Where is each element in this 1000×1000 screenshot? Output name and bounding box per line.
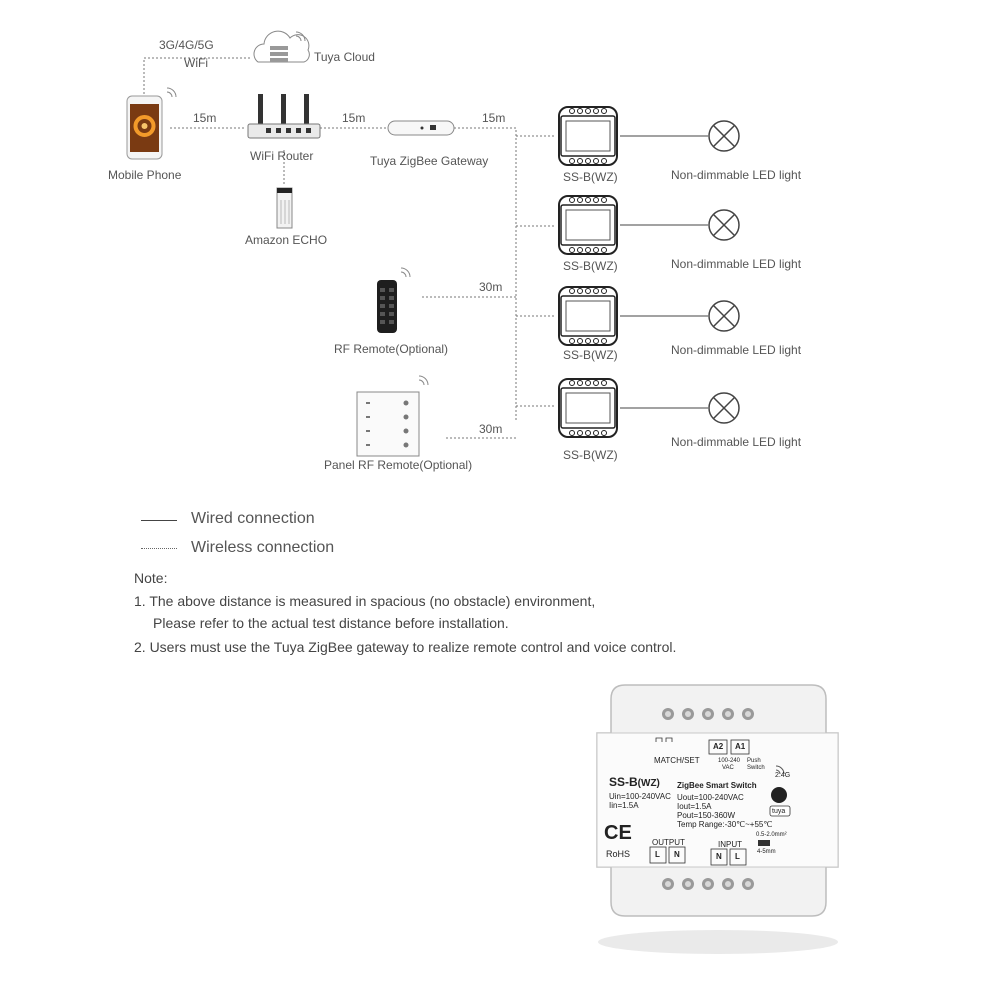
wireless-legend-text: Wireless connection	[191, 539, 335, 556]
uout-label: Uout=100-240VAC	[677, 793, 744, 802]
model-name: SS-B(WZ)	[609, 775, 660, 789]
temp-label: Temp Range:-30℃~+55℃	[677, 820, 773, 829]
switch-module-4	[558, 378, 618, 438]
light-label-4: Non-dimmable LED light	[671, 435, 802, 449]
terminal-a1: A1	[735, 742, 746, 751]
wireless-line-gateway-bus	[454, 127, 517, 420]
rohs-mark: RoHS	[606, 849, 631, 859]
distance-gateway-switch: 15m	[482, 111, 506, 125]
tuya-cloud-label: Tuya Cloud	[314, 50, 375, 64]
wired-legend-line	[141, 520, 177, 521]
output-label: OUTPUT	[652, 838, 685, 847]
led-light-icon-4	[708, 392, 740, 424]
ce-mark: CE	[604, 822, 632, 844]
input-label: INPUT	[718, 840, 742, 849]
light-label-2: Non-dimmable LED light	[671, 257, 802, 271]
gateway-icon	[387, 120, 455, 136]
distance-phone-router: 15m	[193, 111, 217, 125]
output-l: L	[655, 850, 660, 859]
match-set-label: MATCH/SET	[654, 756, 700, 765]
distance-router-gateway: 15m	[342, 111, 366, 125]
note-line-1: 1. The above distance is measured in spa…	[134, 593, 596, 609]
panel-remote-icon	[356, 375, 429, 457]
amazon-echo-label: Amazon ECHO	[245, 233, 328, 247]
rf-remote-icon	[377, 267, 411, 333]
note-line-1b: Please refer to the actual test distance…	[153, 615, 509, 631]
led-light-icon-1	[708, 120, 740, 152]
switch-label-4: SS-B(WZ)	[563, 448, 618, 462]
tuya-cloud-icon	[253, 30, 310, 63]
strip-length-label: 4-5mm	[757, 849, 776, 855]
note-line-2: 2. Users must use the Tuya ZigBee gatewa…	[134, 639, 677, 655]
gateway-label: Tuya ZigBee Gateway	[370, 154, 489, 168]
wireless-line-network	[143, 57, 252, 94]
product-name: ZigBee Smart Switch	[677, 781, 757, 790]
network-label: 3G/4G/5G	[159, 38, 214, 52]
push-label: Push	[747, 758, 761, 764]
wireless-legend-line	[141, 548, 177, 549]
switch-label-3: SS-B(WZ)	[563, 348, 618, 362]
wifi-router-label: WiFi Router	[250, 149, 314, 163]
uin-label: Uin=100-240VAC	[609, 792, 671, 801]
switch-module-2	[558, 195, 618, 255]
distance-rf-remote: 30m	[479, 280, 503, 294]
mobile-phone-icon	[126, 95, 163, 160]
input-l: L	[735, 852, 740, 861]
mobile-phone-label: Mobile Phone	[108, 168, 182, 182]
freq-label: 2.4G	[775, 772, 791, 779]
amazon-echo-icon	[276, 187, 293, 229]
switch-text: Switch	[747, 765, 765, 771]
iin-label: Iin=1.5A	[609, 801, 639, 810]
switch-label-2: SS-B(WZ)	[563, 259, 618, 273]
tuya-logo-text: tuya	[772, 808, 786, 815]
wifi-label: WiFi	[184, 56, 208, 70]
light-label-3: Non-dimmable LED light	[671, 343, 802, 357]
panel-remote-label: Panel RF Remote(Optional)	[324, 458, 473, 472]
led-light-icon-3	[708, 300, 740, 332]
iout-label: Iout=1.5A	[677, 802, 712, 811]
output-n: N	[674, 850, 680, 859]
switch-label-1: SS-B(WZ)	[563, 170, 618, 184]
terminal-a2: A2	[713, 742, 724, 751]
distance-panel-remote: 30m	[479, 422, 503, 436]
wire-size-label: 0.5-2.0mm²	[756, 832, 787, 838]
note-title: Note:	[134, 570, 168, 586]
rf-remote-label: RF Remote(Optional)	[334, 342, 449, 356]
wired-legend-text: Wired connection	[191, 510, 315, 527]
phone-signal-icon	[166, 87, 177, 98]
input-n: N	[716, 852, 722, 861]
vac-unit: VAC	[722, 765, 734, 771]
switch-module-3	[558, 286, 618, 346]
light-label-1: Non-dimmable LED light	[671, 168, 802, 182]
switch-module-1	[558, 106, 618, 166]
wifi-router-icon	[247, 94, 321, 139]
vac-range: 100-240	[718, 758, 741, 764]
product-device-image	[596, 684, 839, 954]
led-light-icon-2	[708, 209, 740, 241]
pout-label: Pout=150-360W	[677, 811, 736, 820]
